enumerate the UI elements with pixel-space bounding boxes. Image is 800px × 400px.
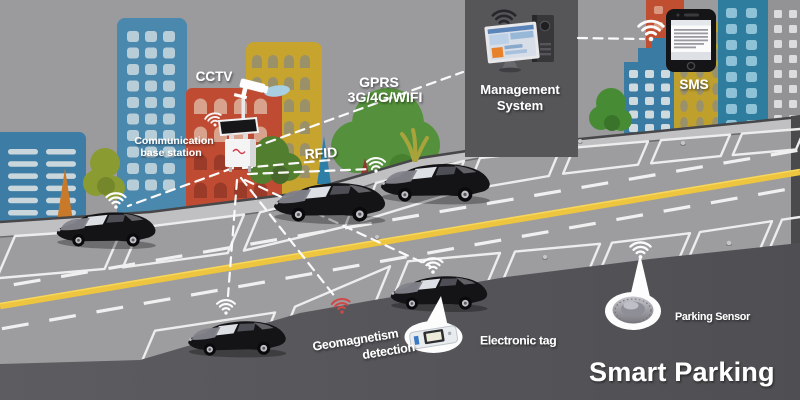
svg-text:3G/4G/WIFI: 3G/4G/WIFI bbox=[348, 89, 423, 105]
svg-text:base station: base station bbox=[140, 147, 201, 159]
svg-text:Electronic tag: Electronic tag bbox=[480, 334, 556, 348]
svg-text:Parking Sensor: Parking Sensor bbox=[675, 311, 751, 323]
svg-text:SMS: SMS bbox=[679, 77, 708, 92]
svg-text:RFID: RFID bbox=[304, 144, 338, 162]
svg-text:System: System bbox=[497, 98, 543, 113]
svg-text:Smart Parking: Smart Parking bbox=[589, 357, 775, 387]
svg-text:Communication: Communication bbox=[134, 135, 213, 147]
svg-text:GPRS: GPRS bbox=[359, 74, 399, 90]
svg-text:Management: Management bbox=[480, 82, 560, 97]
svg-text:CCTV: CCTV bbox=[196, 69, 233, 84]
